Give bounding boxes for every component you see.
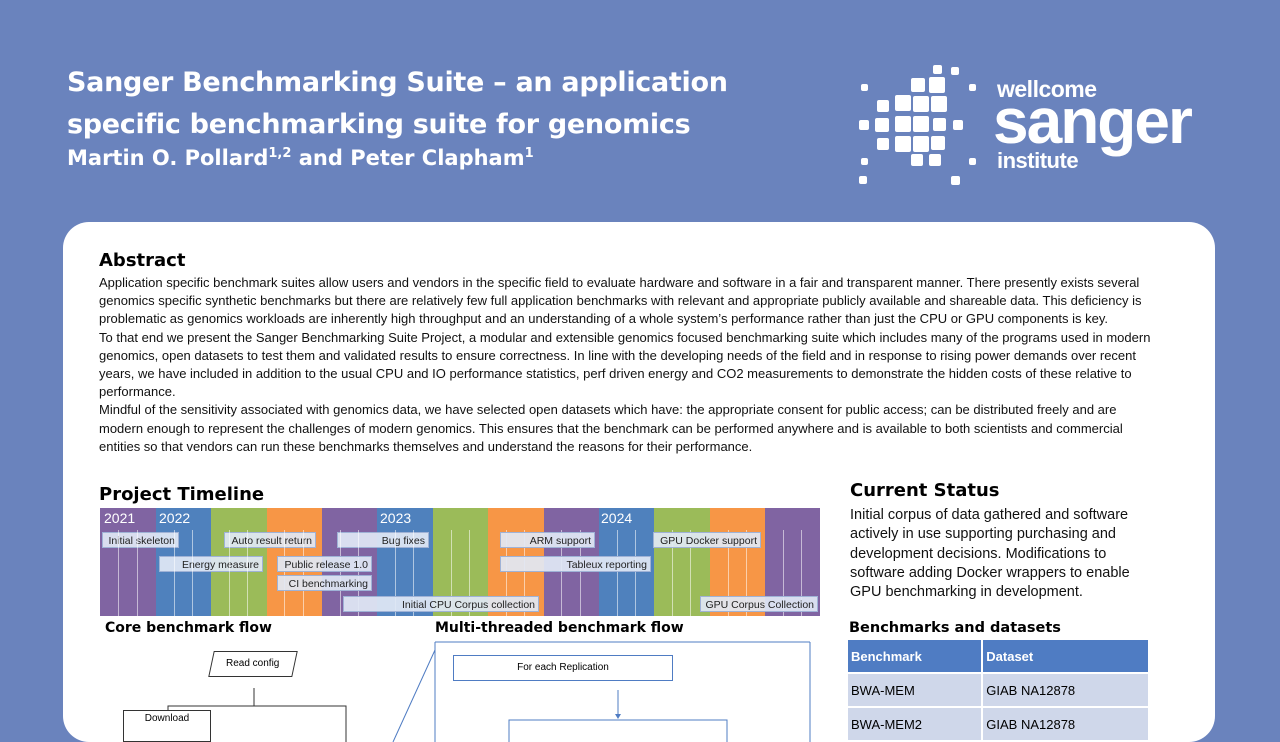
flow-box-read-config: Read config — [208, 651, 298, 677]
logo-text-institute: institute — [997, 148, 1079, 173]
abstract-paragraph: Application specific benchmark suites al… — [99, 275, 1142, 327]
milestone-label: Energy measure — [159, 556, 263, 572]
milestone-label: GPU Corpus Collection — [700, 596, 818, 612]
benchmarks-table: Benchmark Dataset BWA-MEM GIAB NA12878 B… — [848, 640, 1150, 740]
abstract-heading: Abstract — [99, 250, 186, 271]
timeline-gridline — [468, 530, 470, 616]
timeline-gridline — [413, 530, 415, 616]
table-cell: GIAB NA12878 — [982, 706, 1150, 740]
table-cell: GIAB NA12878 — [982, 672, 1150, 707]
logo-text-wellcome: wellcome — [997, 76, 1097, 102]
project-timeline: 2021 2022 2023 2024 Initial skeleton Aut… — [100, 508, 821, 616]
core-flow-heading: Core benchmark flow — [105, 620, 272, 636]
timeline-gridline — [284, 530, 286, 616]
timeline-gridline — [450, 530, 452, 616]
timeline-period-column — [100, 508, 156, 616]
benchmarks-heading: Benchmarks and datasets — [849, 620, 1061, 636]
milestone-label: Initial CPU Corpus collection — [343, 596, 539, 612]
logo-text-sanger: sanger — [993, 85, 1193, 157]
timeline-gridline — [635, 530, 636, 616]
timeline-gridline — [229, 530, 231, 616]
table-row: BWA-MEM2 GIAB NA12878 — [848, 706, 1150, 740]
timeline-gridline — [302, 530, 304, 616]
timeline-gridline — [727, 530, 729, 616]
author-conjunction: and — [298, 146, 343, 170]
author-1: Martin O. Pollard — [67, 146, 269, 170]
authors: Martin O. Pollard1,2 and Peter Clapham1 — [67, 146, 534, 170]
poster-title: Sanger Benchmarking Suite – an applicati… — [67, 67, 728, 140]
timeline-heading: Project Timeline — [99, 484, 265, 505]
flow-box-label: For each Replication — [517, 662, 609, 673]
table-row: BWA-MEM GIAB NA12878 — [848, 672, 1150, 707]
table-cell: BWA-MEM — [848, 672, 984, 707]
timeline-year: 2024 — [601, 510, 633, 526]
timeline-gridline — [339, 530, 341, 616]
timeline-gridline — [358, 530, 360, 616]
timeline-year: 2023 — [380, 510, 412, 526]
flow-box-label: Read config — [226, 658, 280, 669]
timeline-gridline — [579, 530, 581, 616]
milestone-label: Public release 1.0 — [277, 556, 372, 572]
timeline-gridline — [801, 530, 803, 616]
timeline-gridline — [782, 530, 784, 616]
flow-box-label: Download — [144, 713, 190, 724]
timeline-gridline — [505, 530, 507, 616]
multithreaded-flow-heading: Multi-threaded benchmark flow — [435, 620, 684, 636]
timeline-gridline — [118, 530, 120, 616]
timeline-year: 2021 — [104, 510, 136, 526]
timeline-gridline — [616, 530, 618, 616]
table-cell: BWA-MEM2 — [848, 706, 984, 740]
milestone-label: CI benchmarking — [277, 575, 372, 591]
timeline-gridline — [173, 530, 175, 616]
abstract-paragraph: To that end we present the Sanger Benchm… — [99, 329, 1151, 400]
author-1-affiliation: 1,2 — [268, 146, 292, 161]
timeline-gridline — [561, 530, 563, 616]
current-status-heading: Current Status — [850, 480, 1000, 501]
milestone-label: ARM support — [500, 532, 595, 548]
flow-box-download: Download — [123, 710, 211, 742]
author-2: Peter Clapham — [350, 146, 525, 170]
abstract-paragraph: Mindful of the sensitivity associated wi… — [99, 402, 1123, 454]
milestone-label: GPU Docker support — [653, 532, 761, 548]
milestone-label: Bug fixes — [337, 532, 429, 548]
flow-box-for-each-replication: For each Replication — [453, 655, 673, 681]
column-header-benchmark: Benchmark — [848, 640, 984, 673]
table-header-row: Benchmark Dataset — [848, 640, 1150, 673]
timeline-year: 2022 — [159, 510, 191, 526]
milestone-label: Tableux reporting — [500, 556, 651, 572]
abstract-body: Application specific benchmark suites al… — [99, 274, 1164, 456]
timeline-gridline — [690, 530, 692, 616]
timeline-gridline — [247, 530, 249, 616]
timeline-gridline — [672, 530, 674, 616]
wellcome-sanger-logo: wellcome sanger institute — [855, 62, 1225, 192]
current-status-text: Initial corpus of data gathered and soft… — [850, 507, 1130, 601]
timeline-gridline — [745, 530, 747, 616]
column-header-dataset: Dataset — [982, 640, 1150, 673]
content-panel: Abstract Application specific benchmark … — [63, 222, 1215, 742]
timeline-gridline — [524, 530, 526, 616]
milestone-label: Auto result return — [224, 532, 316, 548]
timeline-gridline — [395, 530, 397, 616]
timeline-gridline — [136, 530, 138, 616]
milestone-label: Initial skeleton — [102, 532, 179, 548]
timeline-gridline — [191, 530, 193, 616]
author-2-affiliation: 1 — [524, 146, 534, 161]
